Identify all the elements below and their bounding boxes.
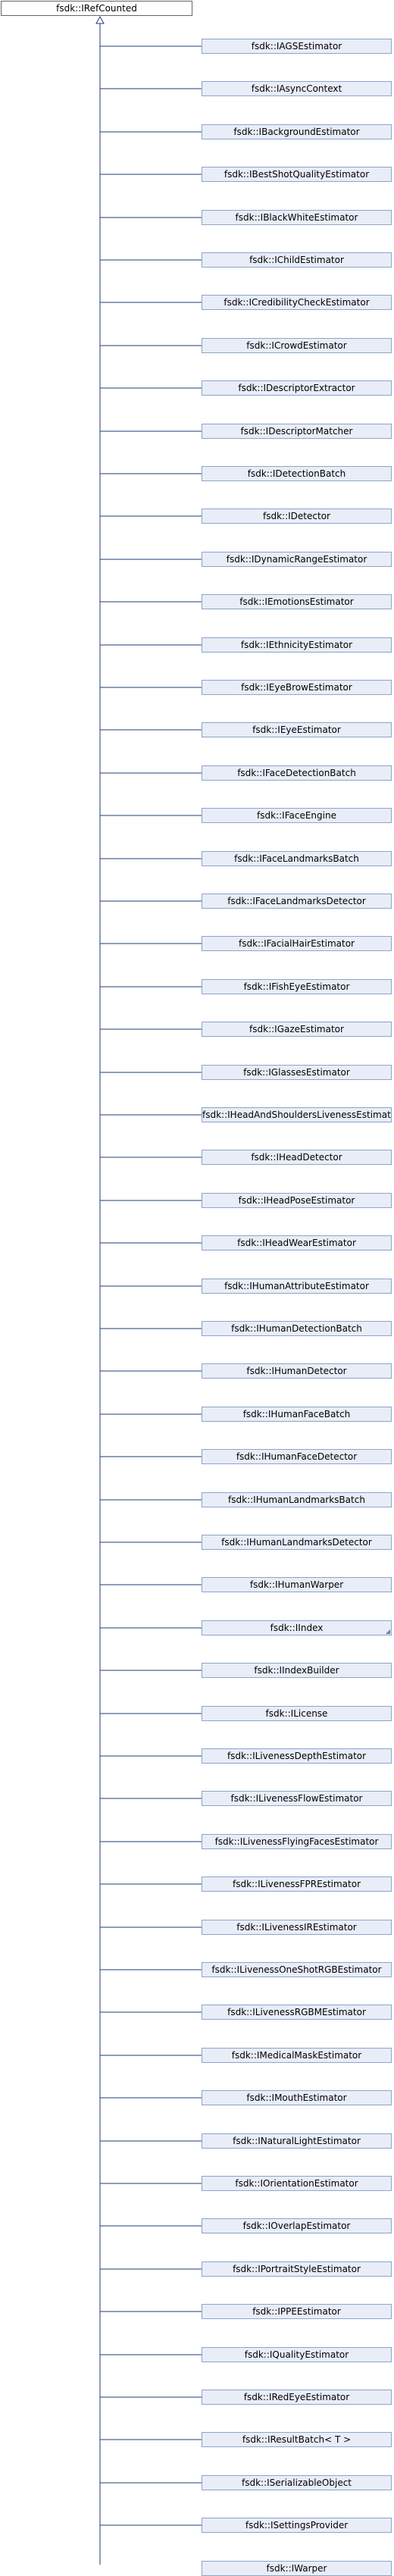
class-node[interactable]: fsdk::IChildEstimator xyxy=(202,252,392,268)
class-node[interactable]: fsdk::IGlassesEstimator xyxy=(202,1065,392,1080)
class-node[interactable]: fsdk::ICrowdEstimator xyxy=(202,338,392,353)
class-node[interactable]: fsdk::IEmotionsEstimator xyxy=(202,594,392,609)
root-class-node[interactable]: fsdk::IRefCounted xyxy=(1,1,192,16)
class-node[interactable]: fsdk::IPPEEstimator xyxy=(202,2304,392,2319)
class-node[interactable]: fsdk::IBestShotQualityEstimator xyxy=(202,167,392,182)
class-node[interactable]: fsdk::IFaceLandmarksBatch xyxy=(202,851,392,866)
class-node[interactable]: fsdk::IHumanDetector xyxy=(202,1363,392,1379)
class-node[interactable]: fsdk::ILivenessOneShotRGBEstimator xyxy=(202,1962,392,1977)
class-node[interactable]: fsdk::IDescriptorMatcher xyxy=(202,424,392,439)
class-node[interactable]: fsdk::IQualityEstimator xyxy=(202,2347,392,2362)
class-node[interactable]: fsdk::ILivenessFlyingFacesEstimator xyxy=(202,1834,392,1849)
class-node[interactable]: fsdk::IHumanDetectionBatch xyxy=(202,1321,392,1336)
class-node[interactable]: fsdk::IGazeEstimator xyxy=(202,1022,392,1037)
class-node[interactable]: fsdk::IBlackWhiteEstimator xyxy=(202,210,392,225)
class-node[interactable]: fsdk::IHumanWarper xyxy=(202,1577,392,1592)
class-node[interactable]: fsdk::IDescriptorExtractor xyxy=(202,380,392,396)
class-node[interactable]: fsdk::ILivenessFlowEstimator xyxy=(202,1791,392,1806)
class-node[interactable]: fsdk::IPortraitStyleEstimator xyxy=(202,2261,392,2277)
class-node[interactable]: fsdk::IHeadAndShouldersLivenessEstimator xyxy=(202,1107,392,1122)
class-node[interactable]: fsdk::ILivenessIREstimator xyxy=(202,1920,392,1935)
class-node[interactable]: fsdk::IFacialHairEstimator xyxy=(202,936,392,951)
class-node[interactable]: fsdk::ILicense xyxy=(202,1706,392,1721)
class-node[interactable]: fsdk::IRedEyeEstimator xyxy=(202,2390,392,2405)
class-node[interactable]: fsdk::IAsyncContext xyxy=(202,81,392,96)
class-node[interactable]: fsdk::IOrientationEstimator xyxy=(202,2176,392,2191)
class-node[interactable]: fsdk::IBackgroundEstimator xyxy=(202,124,392,139)
class-node[interactable]: fsdk::IFaceLandmarksDetector xyxy=(202,894,392,909)
class-node[interactable]: fsdk::IIndex◢ xyxy=(202,1620,392,1635)
class-node[interactable]: fsdk::ISettingsProvider xyxy=(202,2518,392,2533)
class-node[interactable]: fsdk::IEyeEstimator xyxy=(202,722,392,737)
class-node[interactable]: fsdk::IDetector xyxy=(202,509,392,524)
class-node[interactable]: fsdk::IOverlapEstimator xyxy=(202,2218,392,2233)
class-node[interactable]: fsdk::IFaceDetectionBatch xyxy=(202,765,392,781)
class-node[interactable]: fsdk::IHumanFaceDetector xyxy=(202,1449,392,1464)
class-node[interactable]: fsdk::IWarper xyxy=(202,2561,392,2576)
class-node[interactable]: fsdk::ILivenessRGBMEstimator xyxy=(202,2005,392,2020)
class-node[interactable]: fsdk::IMedicalMaskEstimator xyxy=(202,2048,392,2063)
class-node[interactable]: fsdk::IHumanFaceBatch xyxy=(202,1407,392,1422)
class-node[interactable]: fsdk::ILivenessFPREstimator xyxy=(202,1876,392,1892)
class-node[interactable]: fsdk::IHeadPoseEstimator xyxy=(202,1193,392,1208)
class-node[interactable]: fsdk::IEthnicityEstimator xyxy=(202,637,392,653)
class-node[interactable]: fsdk::IFishEyeEstimator xyxy=(202,979,392,994)
class-node[interactable]: fsdk::ICredibilityCheckEstimator xyxy=(202,295,392,310)
class-node[interactable]: fsdk::IIndexBuilder xyxy=(202,1663,392,1678)
class-node[interactable]: fsdk::IHeadDetector xyxy=(202,1150,392,1165)
class-node[interactable]: fsdk::IHumanAttributeEstimator xyxy=(202,1279,392,1294)
class-node[interactable]: fsdk::IHeadWearEstimator xyxy=(202,1235,392,1250)
class-node[interactable]: fsdk::IResultBatch< T > xyxy=(202,2432,392,2447)
class-node[interactable]: fsdk::ISerializableObject xyxy=(202,2475,392,2490)
class-node[interactable]: fsdk::IEyeBrowEstimator xyxy=(202,680,392,695)
inheritance-arrowhead xyxy=(95,15,105,24)
class-node[interactable]: fsdk::IFaceEngine xyxy=(202,808,392,823)
class-node[interactable]: fsdk::IDetectionBatch xyxy=(202,466,392,481)
class-node[interactable]: fsdk::IDynamicRangeEstimator xyxy=(202,552,392,567)
has-children-indicator-icon: ◢ xyxy=(385,1628,390,1635)
class-node[interactable]: fsdk::IMouthEstimator xyxy=(202,2090,392,2105)
class-node[interactable]: fsdk::INaturalLightEstimator xyxy=(202,2133,392,2149)
class-node[interactable]: fsdk::IHumanLandmarksDetector xyxy=(202,1535,392,1550)
class-node[interactable]: fsdk::IHumanLandmarksBatch xyxy=(202,1492,392,1507)
class-node[interactable]: fsdk::IAGSEstimator xyxy=(202,39,392,54)
class-node[interactable]: fsdk::ILivenessDepthEstimator xyxy=(202,1748,392,1764)
